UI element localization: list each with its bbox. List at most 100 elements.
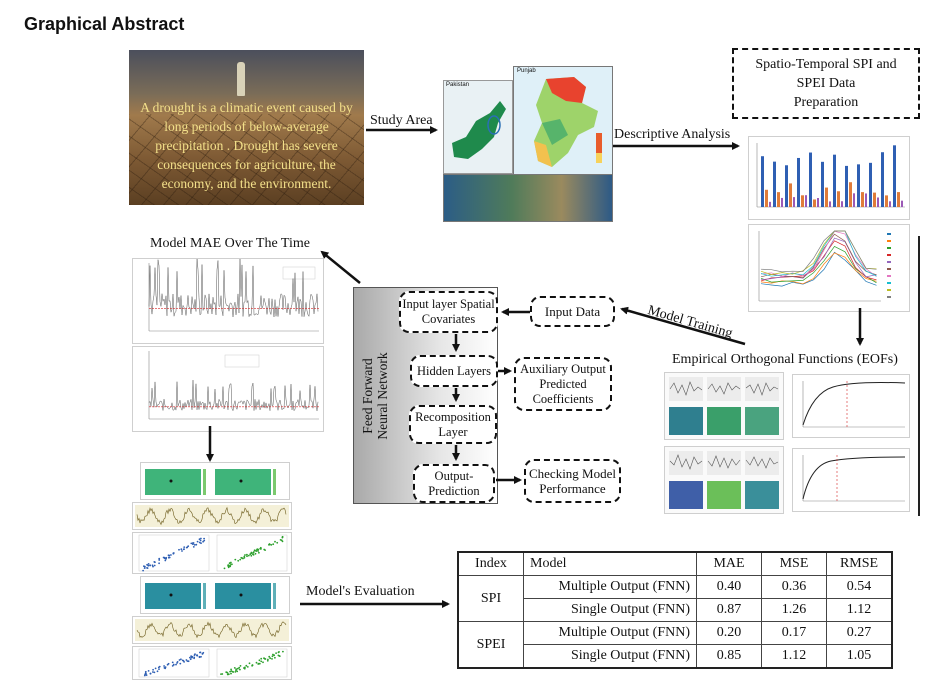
accuracy-point <box>195 543 198 546</box>
accuracy-point <box>172 552 175 555</box>
accuracy-point <box>147 563 150 565</box>
accuracy-point <box>171 661 174 664</box>
accuracy-point <box>152 668 154 671</box>
mse-cell: 0.36 <box>761 575 827 599</box>
accuracy-point <box>158 668 160 670</box>
accuracy-point <box>246 666 249 668</box>
accuracy-point <box>220 673 222 675</box>
accuracy-point <box>260 657 263 660</box>
cracked-earth-texture <box>129 114 364 205</box>
scree-plot-spei <box>792 448 910 512</box>
scree-plot-spi-svg <box>802 381 906 428</box>
eof-spei-panels-svg <box>669 451 779 509</box>
accuracy-point <box>203 537 205 540</box>
eof-plots-group <box>664 372 914 514</box>
timeseries-spei <box>132 616 292 644</box>
input-layer-line1: Input layer Spatial <box>402 297 495 311</box>
legend-swatch <box>887 254 891 256</box>
recomposition-line1: Recomposition <box>415 409 491 424</box>
accuracy-point <box>243 555 246 558</box>
checking-line2: Performance <box>539 481 606 496</box>
accuracy-point <box>282 650 284 653</box>
accuracy-point <box>201 653 204 655</box>
study-area-map-group: Pakistan Punjab <box>443 62 613 222</box>
accuracy-point <box>264 549 266 551</box>
accuracy-point <box>151 564 154 567</box>
drought-description: A drought is a climatic event caused by … <box>140 100 353 191</box>
descriptive-analysis-label: Descriptive Analysis <box>614 127 731 142</box>
accuracy-plots-spei-svg <box>138 648 288 678</box>
index-cell: SPI <box>457 575 524 622</box>
desc-bar <box>817 198 819 207</box>
accuracy-point <box>180 658 182 661</box>
accuracy-point <box>254 552 257 555</box>
pakistan-inset-map: Pakistan <box>443 80 513 174</box>
table-header-row: Index Model MAE MSE RMSE <box>457 551 893 576</box>
accuracy-point <box>200 655 202 658</box>
auxiliary-line2: Predicted <box>539 376 587 391</box>
accuracy-point <box>158 562 160 565</box>
mae-cell: 0.20 <box>696 621 762 645</box>
accuracy-plots-spei <box>132 646 292 680</box>
table-row: Single Output (FNN) 0.87 1.26 1.12 <box>458 598 893 622</box>
table-row: Single Output (FNN) 0.85 1.12 1.05 <box>458 644 893 669</box>
accuracy-point <box>248 662 251 665</box>
accuracy-point <box>196 540 199 543</box>
accuracy-point <box>230 672 232 675</box>
descriptive-line-chart-svg <box>758 230 891 302</box>
accuracy-point <box>164 557 167 560</box>
spi-spei-line3: Preparation <box>793 95 859 110</box>
accuracy-point <box>156 670 159 673</box>
desc-bar <box>785 165 788 207</box>
accuracy-point <box>186 660 189 662</box>
accuracy-point <box>192 546 195 548</box>
accuracy-point <box>263 657 266 660</box>
accuracy-point <box>144 670 147 673</box>
legend-swatch <box>887 261 891 263</box>
accuracy-point <box>146 567 148 569</box>
checking-line1: Checking Model <box>528 466 616 481</box>
person-figure <box>237 62 245 96</box>
desc-bar <box>873 192 876 207</box>
accuracy-point <box>260 660 263 663</box>
accuracy-point <box>171 665 174 667</box>
mae-cell: 0.40 <box>696 575 762 599</box>
accuracy-point <box>170 554 172 556</box>
auxiliary-line1: Auxiliary Output <box>520 361 606 376</box>
desc-bar <box>893 145 896 207</box>
accuracy-point <box>255 661 258 664</box>
accuracy-point <box>143 567 146 569</box>
header-mse: MSE <box>761 551 827 576</box>
accuracy-point <box>231 670 234 673</box>
punjab-shape <box>534 77 602 167</box>
spi-spei-line1: Spatio-Temporal SPI and <box>755 57 897 72</box>
desc-bar <box>889 201 891 207</box>
accuracy-point <box>183 546 186 548</box>
desc-bar <box>829 201 831 207</box>
accuracy-point <box>257 550 259 552</box>
model-mae-label: Model MAE Over The Time <box>150 236 310 251</box>
drought-photo: A drought is a climatic event caused by … <box>129 50 364 205</box>
accuracy-point <box>267 658 269 661</box>
accuracy-point <box>274 656 276 659</box>
desc-bar <box>761 156 764 207</box>
accuracy-point <box>271 655 274 658</box>
desc-bar <box>813 199 816 207</box>
legend-swatch <box>887 240 891 242</box>
study-area-label: Study Area <box>370 113 433 128</box>
satellite-map <box>443 174 613 222</box>
desc-bar <box>857 164 860 207</box>
accuracy-point <box>189 658 192 661</box>
desc-bar <box>801 195 804 207</box>
descriptive-line-chart <box>748 224 910 312</box>
accuracy-point <box>142 569 144 572</box>
desc-bar <box>841 201 843 207</box>
rmse-cell: 0.27 <box>826 621 893 645</box>
desc-bar <box>881 152 884 207</box>
eof-spei-panels <box>664 446 784 514</box>
recomposition-layer-box: Recomposition Layer <box>409 405 497 444</box>
accuracy-point <box>176 661 179 663</box>
accuracy-point <box>230 668 232 671</box>
desc-bar <box>877 197 879 207</box>
accuracy-point <box>193 656 196 659</box>
